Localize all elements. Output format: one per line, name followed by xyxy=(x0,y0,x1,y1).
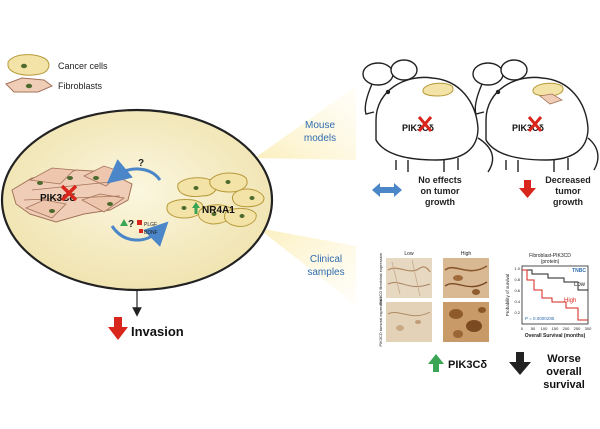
fibroblast-icon xyxy=(5,77,53,93)
km-xlabel: Overall Survival (months) xyxy=(525,333,586,339)
km-title-line2: (protein) xyxy=(541,259,560,265)
question-top: ? xyxy=(138,158,144,169)
legend-cancer-cells: Cancer cells xyxy=(58,61,108,71)
km-xticks: 0 50 100 150 200 250 300 xyxy=(521,326,592,331)
plgf-dot-icon xyxy=(137,220,142,225)
ihc-row2-label: PIK3CD tumoral expression xyxy=(378,297,383,346)
mouse-right-knockout-x-icon xyxy=(527,116,543,132)
clinical-samples-label-line1: Clinical xyxy=(310,254,342,265)
ihc-panel-low-fibroblast xyxy=(386,258,432,298)
invasion-label: Invasion xyxy=(131,324,184,339)
ihc-row1-label: PIK3CD fibroblast expression xyxy=(378,253,383,305)
fibroblast-pik3cd-label: PIK3Cδ xyxy=(40,193,76,204)
plgf-up-triangle-icon xyxy=(120,219,128,226)
km-yticks: 0.2 0.4 0.6 0.8 1.0 xyxy=(514,266,520,315)
worse-line2: overall xyxy=(546,366,581,378)
km-xtick-5: 250 xyxy=(574,326,581,331)
mouse-left-knockout-x-icon xyxy=(417,116,433,132)
plgf-label: PLGF xyxy=(144,222,157,228)
no-effects-line1: No effects xyxy=(418,175,462,185)
decreased-line1: Decreased xyxy=(545,175,591,185)
cycle-arrow-top xyxy=(106,159,162,184)
km-xtick-6: 300 xyxy=(585,326,592,331)
km-badge: TNBC xyxy=(572,268,586,274)
no-effects-line2: on tumor xyxy=(421,186,460,196)
cancer-cell-icon xyxy=(7,54,50,76)
beam-clinical-samples xyxy=(258,228,356,305)
mouse-left-pik3cd-label: PIK3Cδ xyxy=(402,123,435,133)
decreased-line3: growth xyxy=(553,197,583,207)
question-bottom: ? xyxy=(128,219,134,230)
bdnf-label: BDNF xyxy=(144,230,158,236)
km-title-line1: Fibroblast-PIK3CD xyxy=(529,253,571,259)
worse-line3: survival xyxy=(543,379,585,391)
km-xtick-1: 50 xyxy=(531,326,536,331)
mouse-models-label-line2: models xyxy=(304,133,336,144)
km-pvalue: P = 0.0000285 xyxy=(525,316,555,321)
km-ytick-3: 0.8 xyxy=(514,277,520,282)
decreased-line2: tumor xyxy=(555,186,581,196)
ihc-panel-low-tumoral xyxy=(386,302,432,342)
km-plot xyxy=(521,265,589,325)
mouse-left xyxy=(362,59,494,173)
knockout-x-icon xyxy=(60,184,78,202)
cycle-arrow-bottom xyxy=(110,221,169,247)
mouse-models-label-line1: Mouse xyxy=(305,120,335,131)
no-effect-double-arrow-icon xyxy=(372,183,402,197)
bdnf-dot-icon xyxy=(139,229,143,233)
decreased-down-arrow-icon xyxy=(519,180,536,198)
km-xtick-4: 200 xyxy=(563,326,570,331)
worse-line1: Worse xyxy=(547,353,580,365)
km-xtick-3: 150 xyxy=(552,326,559,331)
clinical-samples-label-line2: samples xyxy=(307,267,344,278)
km-ytick-1: 0.4 xyxy=(514,299,520,304)
nr4a1-up-arrow-icon xyxy=(192,202,200,214)
ihc-panel-high-tumoral xyxy=(443,302,489,342)
ihc-col-high: High xyxy=(461,251,472,257)
km-ytick-2: 0.6 xyxy=(514,288,520,293)
km-xtick-2: 100 xyxy=(541,326,548,331)
legend-fibroblasts: Fibroblasts xyxy=(58,81,103,91)
mouse-right-pik3cd-label: PIK3Cδ xyxy=(512,123,545,133)
km-legend-low: Low xyxy=(574,282,586,288)
km-ylabel: Probability of survival xyxy=(505,274,510,317)
nr4a1-label: NR4A1 xyxy=(202,205,235,216)
km-ytick-4: 1.0 xyxy=(514,266,520,271)
worse-down-arrow-icon xyxy=(509,352,531,375)
ihc-panel-high-fibroblast xyxy=(443,258,489,298)
ihc-col-low: Low xyxy=(404,251,414,257)
km-ytick-0: 0.2 xyxy=(514,310,520,315)
no-effects-line3: growth xyxy=(425,197,455,207)
cancer-cell-cluster xyxy=(166,172,265,227)
km-legend-high: High xyxy=(564,298,576,304)
km-xtick-0: 0 xyxy=(521,326,524,331)
invasion-down-arrow-icon xyxy=(108,317,128,340)
pik3cd-up-arrow-icon xyxy=(428,354,444,372)
mouse-right xyxy=(472,59,599,172)
beam-mouse-models xyxy=(255,86,356,160)
legend: Cancer cells Fibroblasts xyxy=(5,54,108,93)
pik3cd-up-label: PIK3Cδ xyxy=(448,359,487,371)
